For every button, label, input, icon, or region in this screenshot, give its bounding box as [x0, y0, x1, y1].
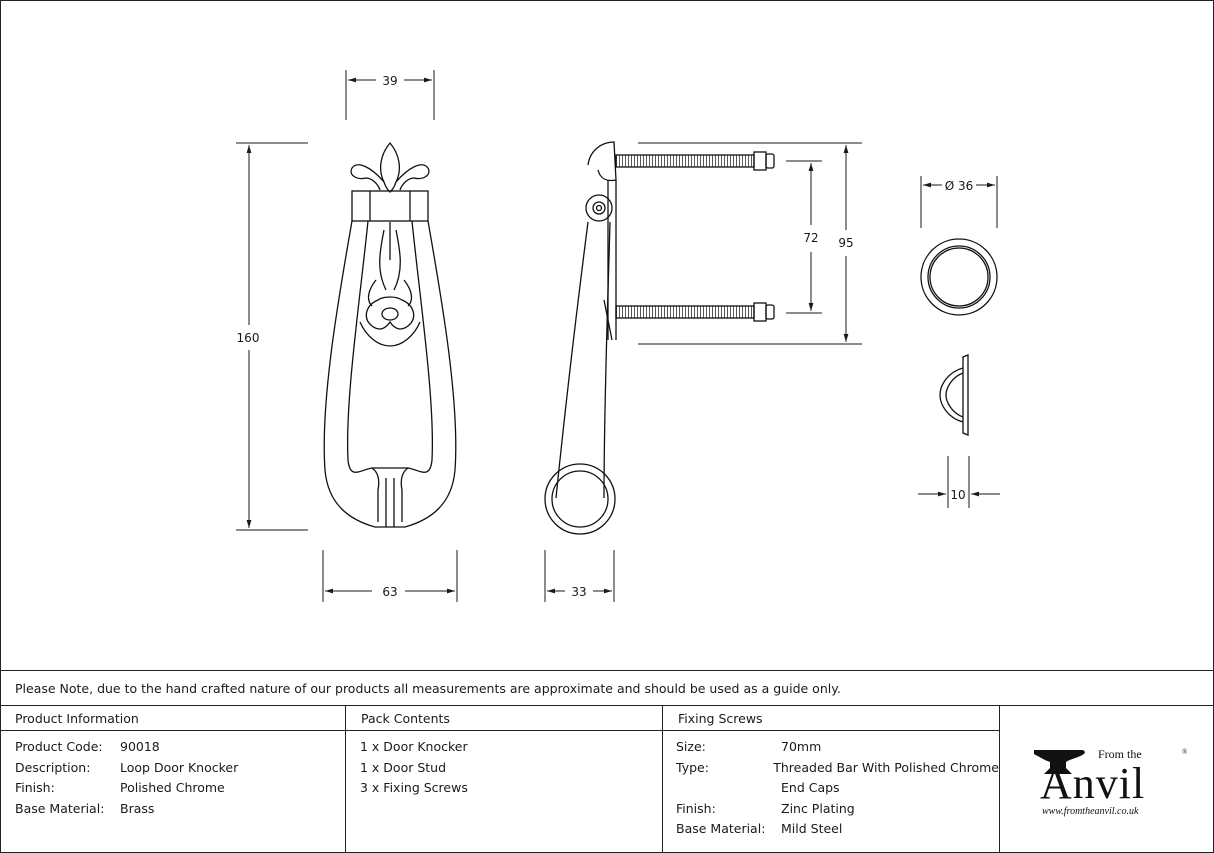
pack-contents-panel: Pack Contents 1 x Door Knocker 1 x Door …	[346, 706, 663, 853]
logo-from-the: From the	[1098, 747, 1142, 761]
striker-outer	[544, 463, 616, 535]
dim-95: 95	[838, 236, 853, 250]
table-row: Finish:Zinc Plating	[676, 800, 855, 816]
product-information-rows: Product Code:90018 Description:Loop Door…	[0, 731, 345, 821]
fixing-screws-rows: Size:70mm Type:Threaded Bar With Polishe…	[663, 731, 999, 842]
loop-outer	[323, 220, 457, 528]
list-item: 1 x Door Knocker	[360, 739, 468, 754]
dim-33: 33	[571, 585, 586, 599]
endcap-views	[920, 238, 998, 436]
table-row: Size:70mm	[676, 739, 822, 754]
pivot-outer	[585, 194, 613, 222]
threaded-bar-top	[615, 154, 755, 168]
dim-72: 72	[803, 231, 818, 245]
pack-contents-list: 1 x Door Knocker 1 x Door Stud 3 x Fixin…	[346, 731, 662, 801]
anvil-icon	[1034, 750, 1085, 774]
endcap-front-outer	[920, 238, 998, 316]
front-dimensions	[236, 70, 458, 602]
side-arm	[555, 221, 589, 499]
side-mount	[587, 141, 617, 182]
dim-39: 39	[382, 74, 397, 88]
endcap-dimensions	[918, 176, 1000, 508]
table-row: Base Material:Mild Steel	[676, 821, 843, 836]
table-row: End Caps	[781, 780, 840, 795]
fixing-screws-header: Fixing Screws	[663, 706, 999, 731]
technical-drawing: 39 160 63	[236, 70, 1000, 602]
dim-63: 63	[382, 585, 397, 599]
product-information-panel: Product Information Product Code:90018 D…	[0, 706, 346, 853]
dim-160: 160	[237, 331, 260, 345]
logo-registered: ®	[1182, 748, 1188, 756]
logo-brand: Anvil	[1040, 759, 1145, 808]
from-the-anvil-logo: From the ® Anvil www.fromtheanvil.co.uk	[1034, 747, 1188, 817]
table-row: Base Material:Brass	[15, 800, 155, 816]
table-row: Finish:Polished Chrome	[15, 780, 225, 795]
table-row: Type:Threaded Bar With Polished Chrome	[676, 759, 999, 775]
product-information-header: Product Information	[0, 706, 345, 731]
dim-10: 10	[950, 488, 965, 502]
logo-url: www.fromtheanvil.co.uk	[1042, 806, 1139, 817]
endcap-profile	[962, 354, 969, 436]
center-filigree	[379, 222, 401, 291]
list-item: 1 x Door Stud	[360, 759, 447, 775]
measurement-note: Please Note, due to the hand crafted nat…	[0, 670, 1214, 706]
dim-diameter-36: Ø 36	[945, 179, 974, 193]
side-view	[544, 141, 775, 535]
list-item: 3 x Fixing Screws	[360, 780, 468, 795]
table-row: Description:Loop Door Knocker	[15, 759, 239, 775]
front-view	[323, 141, 457, 528]
loop-inner	[346, 220, 434, 473]
threaded-bar-bottom	[615, 305, 755, 319]
fleur-de-lis-ornament	[379, 141, 401, 193]
fixing-screws-panel: Fixing Screws Size:70mm Type:Threaded Ba…	[663, 706, 1000, 853]
knocker-collar	[351, 190, 429, 222]
side-dimensions	[544, 142, 862, 602]
pack-contents-header: Pack Contents	[346, 706, 662, 731]
table-row: Product Code:90018	[15, 739, 160, 754]
